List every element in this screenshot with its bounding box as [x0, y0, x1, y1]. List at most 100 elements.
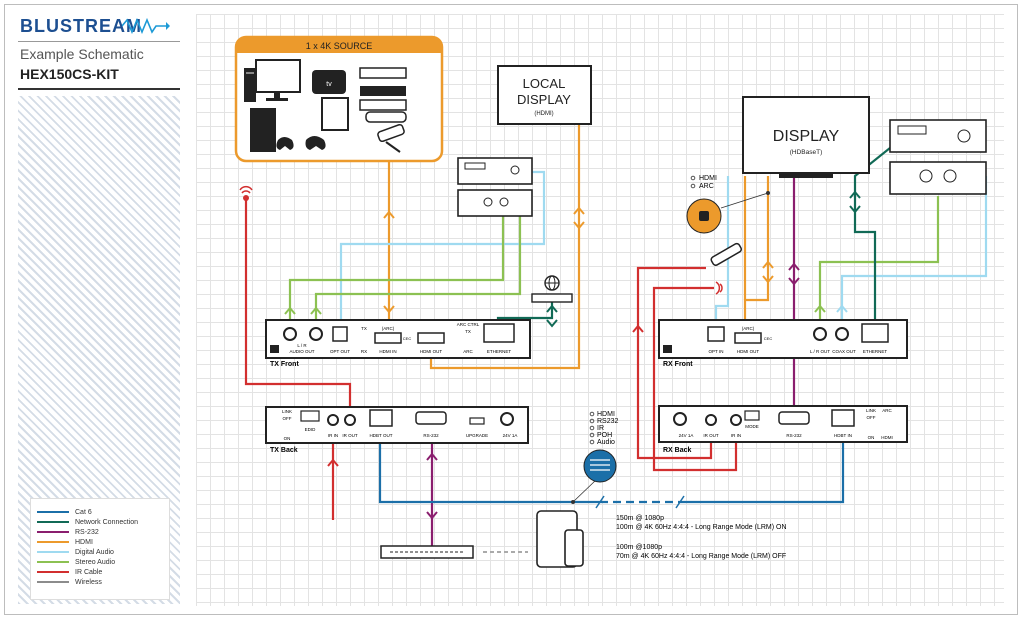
tx-front-label: TX Front: [270, 361, 299, 368]
port-label: OFF: [867, 415, 876, 420]
source-box-title: 1 x 4K SOURCE: [306, 41, 373, 51]
gamepad-icon: [276, 137, 294, 150]
stereo-audio-cable-rx: [814, 196, 940, 328]
port-label: OPT OUT: [330, 349, 350, 354]
port-label: HDMI: [881, 435, 893, 440]
signal-item: IR: [597, 425, 604, 432]
signal-item: RS232: [597, 418, 619, 425]
port-label: ON: [284, 436, 291, 441]
port-label: MODE: [745, 424, 759, 429]
arc-callout: HDMI ARC: [686, 175, 770, 234]
signal-item: HDMI: [699, 175, 717, 182]
tx-back-label: TX Back: [270, 447, 298, 454]
amplifier-icon: [889, 161, 987, 195]
port-label: (ARC): [382, 326, 395, 331]
rx-back-panel: 24V 1A IR OUT IR IN MODE RS-232 HDBT IN …: [658, 405, 908, 443]
hdbaset-cable-icon: [583, 449, 617, 483]
port-label: HDMI OUT: [737, 349, 759, 354]
hdmi-cable-rx: [743, 176, 774, 326]
tv-icon: [255, 59, 301, 101]
cctv-camera-icon: [377, 123, 405, 153]
port-label: COAX OUT: [832, 349, 856, 354]
network-switch-icon: [531, 293, 573, 303]
legend: Cat 6 Network Connection RS-232 HDMI Dig…: [30, 498, 170, 600]
svg-text:tv: tv: [326, 81, 332, 88]
port-label: ON: [868, 435, 875, 440]
hdbt-signal-list: HDMI RS232 IR POH Audio: [589, 411, 619, 446]
port-label: TX: [361, 326, 367, 331]
legend-item: Digital Audio: [37, 549, 114, 559]
port-label: ARC: [463, 349, 473, 354]
port-label: OFF: [283, 416, 292, 421]
port-label: ARC CTRL: [457, 322, 480, 327]
port-label: CEC: [403, 336, 412, 341]
port-label: IR IN: [731, 433, 741, 438]
port-label: UPGRADE: [466, 433, 488, 438]
rx-back-label: RX Back: [663, 447, 692, 454]
range-note: 150m @ 1080p: [616, 515, 664, 522]
port-label: IR IN: [328, 433, 338, 438]
page-frame: [4, 4, 1018, 615]
ir-cable-rx: [632, 266, 738, 472]
hdmi-cable-local-display: [429, 124, 585, 370]
port-label: RS-232: [786, 433, 802, 438]
legend-item: Wireless: [37, 579, 102, 589]
port-label: RS-232: [423, 433, 439, 438]
local-display: LOCAL DISPLAY (HDMI): [497, 65, 592, 125]
legend-item: IR Cable: [37, 569, 102, 579]
port-label: OPT IN: [709, 349, 724, 354]
port-label: L / R: [297, 343, 307, 348]
network-switch-icon: [380, 545, 474, 559]
port-label: 24V 1A: [679, 433, 694, 438]
ir-cable-tx: [244, 200, 352, 520]
port-label: TX: [465, 329, 471, 334]
port-label: (ARC): [742, 326, 755, 331]
model-rule: [18, 88, 180, 90]
display-title: DISPLAY: [773, 128, 840, 145]
port-label: LINK: [282, 409, 292, 414]
ir-emitter-icon: [715, 281, 723, 295]
model-name: HEX150CS-KIT: [20, 66, 119, 82]
pc-tower-icon: [244, 68, 256, 102]
schematic-subtitle: Example Schematic: [20, 46, 144, 62]
av-receiver-icon: [457, 157, 533, 185]
signal-item: POH: [597, 432, 612, 439]
rs232-cable-rx: [788, 178, 800, 410]
local-display-title: LOCAL: [523, 76, 566, 91]
port-label: HDBT IN: [834, 433, 852, 438]
amplifier-icon: [457, 189, 533, 217]
port-label: RX: [361, 349, 367, 354]
range-note: 100m @ 4K 60Hz 4:4:4 - Long Range Mode (…: [616, 524, 787, 531]
legend-item: HDMI: [37, 539, 93, 549]
range-notes: 150m @ 1080p 100m @ 4K 60Hz 4:4:4 - Long…: [616, 515, 787, 560]
port-label: ETHERNET: [863, 349, 888, 354]
port-label: IR OUT: [703, 433, 719, 438]
range-note: 100m @1080p: [616, 544, 662, 551]
satellite-receiver-icon: [359, 99, 407, 123]
display-sub: (HDBaseT): [790, 149, 823, 156]
game-console-icon: [250, 108, 276, 152]
legend-item: RS-232: [37, 529, 99, 539]
local-display-title-2: DISPLAY: [517, 92, 571, 107]
xbox-icon: [305, 97, 349, 150]
cat6-cable-hdbt: [378, 432, 845, 509]
port-label: ETHERNET: [487, 349, 512, 354]
brand-rule: [18, 41, 180, 42]
apple-tv-icon: tv: [312, 70, 346, 94]
rs232-cable-tx: [426, 430, 438, 548]
rx-front-label: RX Front: [663, 361, 693, 368]
av-receiver-icon: [889, 119, 987, 153]
signal-item: ARC: [699, 183, 714, 190]
signal-item: Audio: [597, 439, 615, 446]
globe-icon: [544, 275, 560, 291]
tx-back-panel: LINK OFF ON EDID IR IN IR OUT HDBT OUT R…: [265, 406, 529, 444]
port-label: HDMI OUT: [420, 349, 442, 354]
port-label: EDID: [305, 427, 317, 432]
remote-control-icon: [710, 242, 743, 266]
legend-item: Network Connection: [37, 519, 138, 529]
port-label: CEC: [764, 336, 773, 341]
port-label: ARC: [882, 408, 892, 413]
digital-audio-cable-tx: [339, 170, 546, 328]
tx-front-panel: L / R AUDIO OUT OPT OUT TX RX (ARC) HDMI…: [265, 319, 531, 359]
